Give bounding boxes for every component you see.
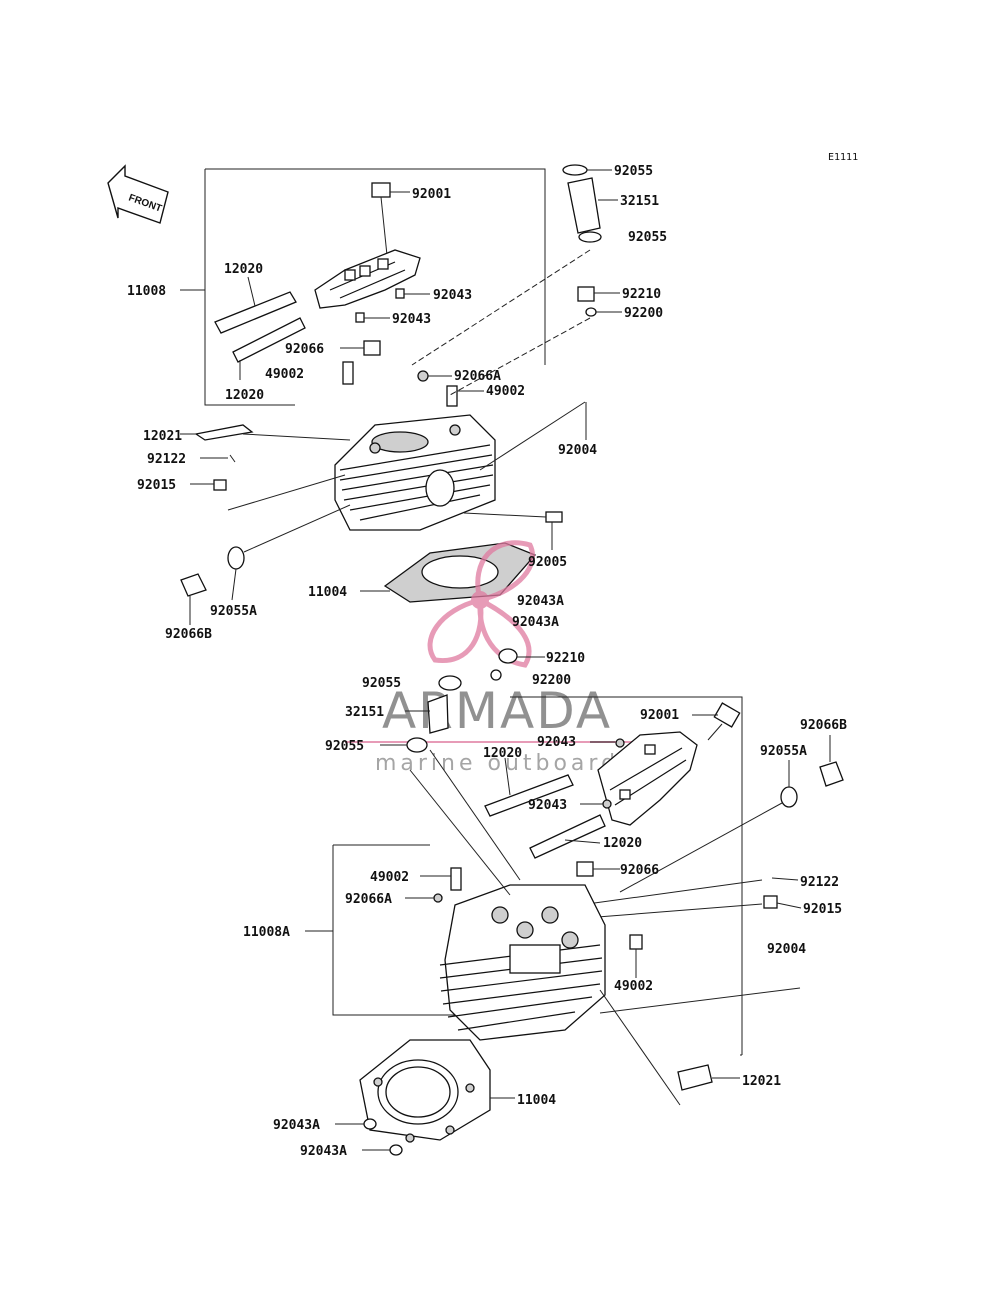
label-92210: 92210 xyxy=(546,651,585,666)
label-92043: 92043 xyxy=(537,735,576,750)
label-92043a: 92043A xyxy=(273,1118,320,1133)
label-49002: 49002 xyxy=(614,979,653,994)
label-12020: 12020 xyxy=(603,836,642,851)
label-92066a: 92066A xyxy=(454,369,501,384)
label-92043a: 92043A xyxy=(300,1144,347,1159)
label-92055: 92055 xyxy=(614,164,653,179)
label-92055: 92055 xyxy=(628,230,667,245)
propeller-logo-icon xyxy=(427,540,535,668)
cylinder-gasket-lower xyxy=(359,1039,515,1143)
label-92001: 92001 xyxy=(640,708,679,723)
label-92066: 92066 xyxy=(620,863,659,878)
watermark-subtitle: marine outboard xyxy=(375,751,619,776)
diagram-code: E1111 xyxy=(828,152,858,163)
front-arrow-icon: FRONT xyxy=(107,164,169,224)
label-92200: 92200 xyxy=(532,673,571,688)
label-92200: 92200 xyxy=(624,306,663,321)
label-32151: 32151 xyxy=(620,194,659,209)
cylinder-head-upper xyxy=(334,414,496,531)
label-92066b: 92066B xyxy=(800,718,847,733)
label-12021: 12021 xyxy=(143,429,182,444)
label-11008a: 11008A xyxy=(243,925,290,940)
cylinder-head-lower xyxy=(439,884,606,1041)
label-92043: 92043 xyxy=(433,288,472,303)
label-92005: 92005 xyxy=(528,555,567,570)
label-92066b: 92066B xyxy=(165,627,212,642)
label-92004: 92004 xyxy=(767,942,806,957)
label-12021: 12021 xyxy=(742,1074,781,1089)
label-92043a: 92043A xyxy=(512,615,559,630)
label-92055a: 92055A xyxy=(760,744,807,759)
label-49002: 49002 xyxy=(370,870,409,885)
label-11004: 11004 xyxy=(517,1093,556,1108)
lower-assembly xyxy=(305,648,844,1156)
label-12020: 12020 xyxy=(224,262,263,277)
label-11004: 11004 xyxy=(308,585,347,600)
label-92122: 92122 xyxy=(147,452,186,467)
label-92015: 92015 xyxy=(137,478,176,493)
label-92001: 92001 xyxy=(412,187,451,202)
label-49002: 49002 xyxy=(486,384,525,399)
upper-assembly xyxy=(180,164,622,625)
label-12020: 12020 xyxy=(225,388,264,403)
label-92015: 92015 xyxy=(803,902,842,917)
label-92043a: 92043A xyxy=(517,594,564,609)
label-92004: 92004 xyxy=(558,443,597,458)
label-92043: 92043 xyxy=(528,798,567,813)
label-11008: 11008 xyxy=(127,284,166,299)
label-32151: 32151 xyxy=(345,705,384,720)
label-92122: 92122 xyxy=(800,875,839,890)
label-92055: 92055 xyxy=(362,676,401,691)
label-92055: 92055 xyxy=(325,739,364,754)
label-92043: 92043 xyxy=(392,312,431,327)
label-92210: 92210 xyxy=(622,287,661,302)
label-92066: 92066 xyxy=(285,342,324,357)
label-92055a: 92055A xyxy=(210,604,257,619)
label-92066a: 92066A xyxy=(345,892,392,907)
part-labels: 92055 32151 92055 92001 92043 92043 9221… xyxy=(127,164,847,1159)
label-49002: 49002 xyxy=(265,367,304,382)
label-12020: 12020 xyxy=(483,746,522,761)
